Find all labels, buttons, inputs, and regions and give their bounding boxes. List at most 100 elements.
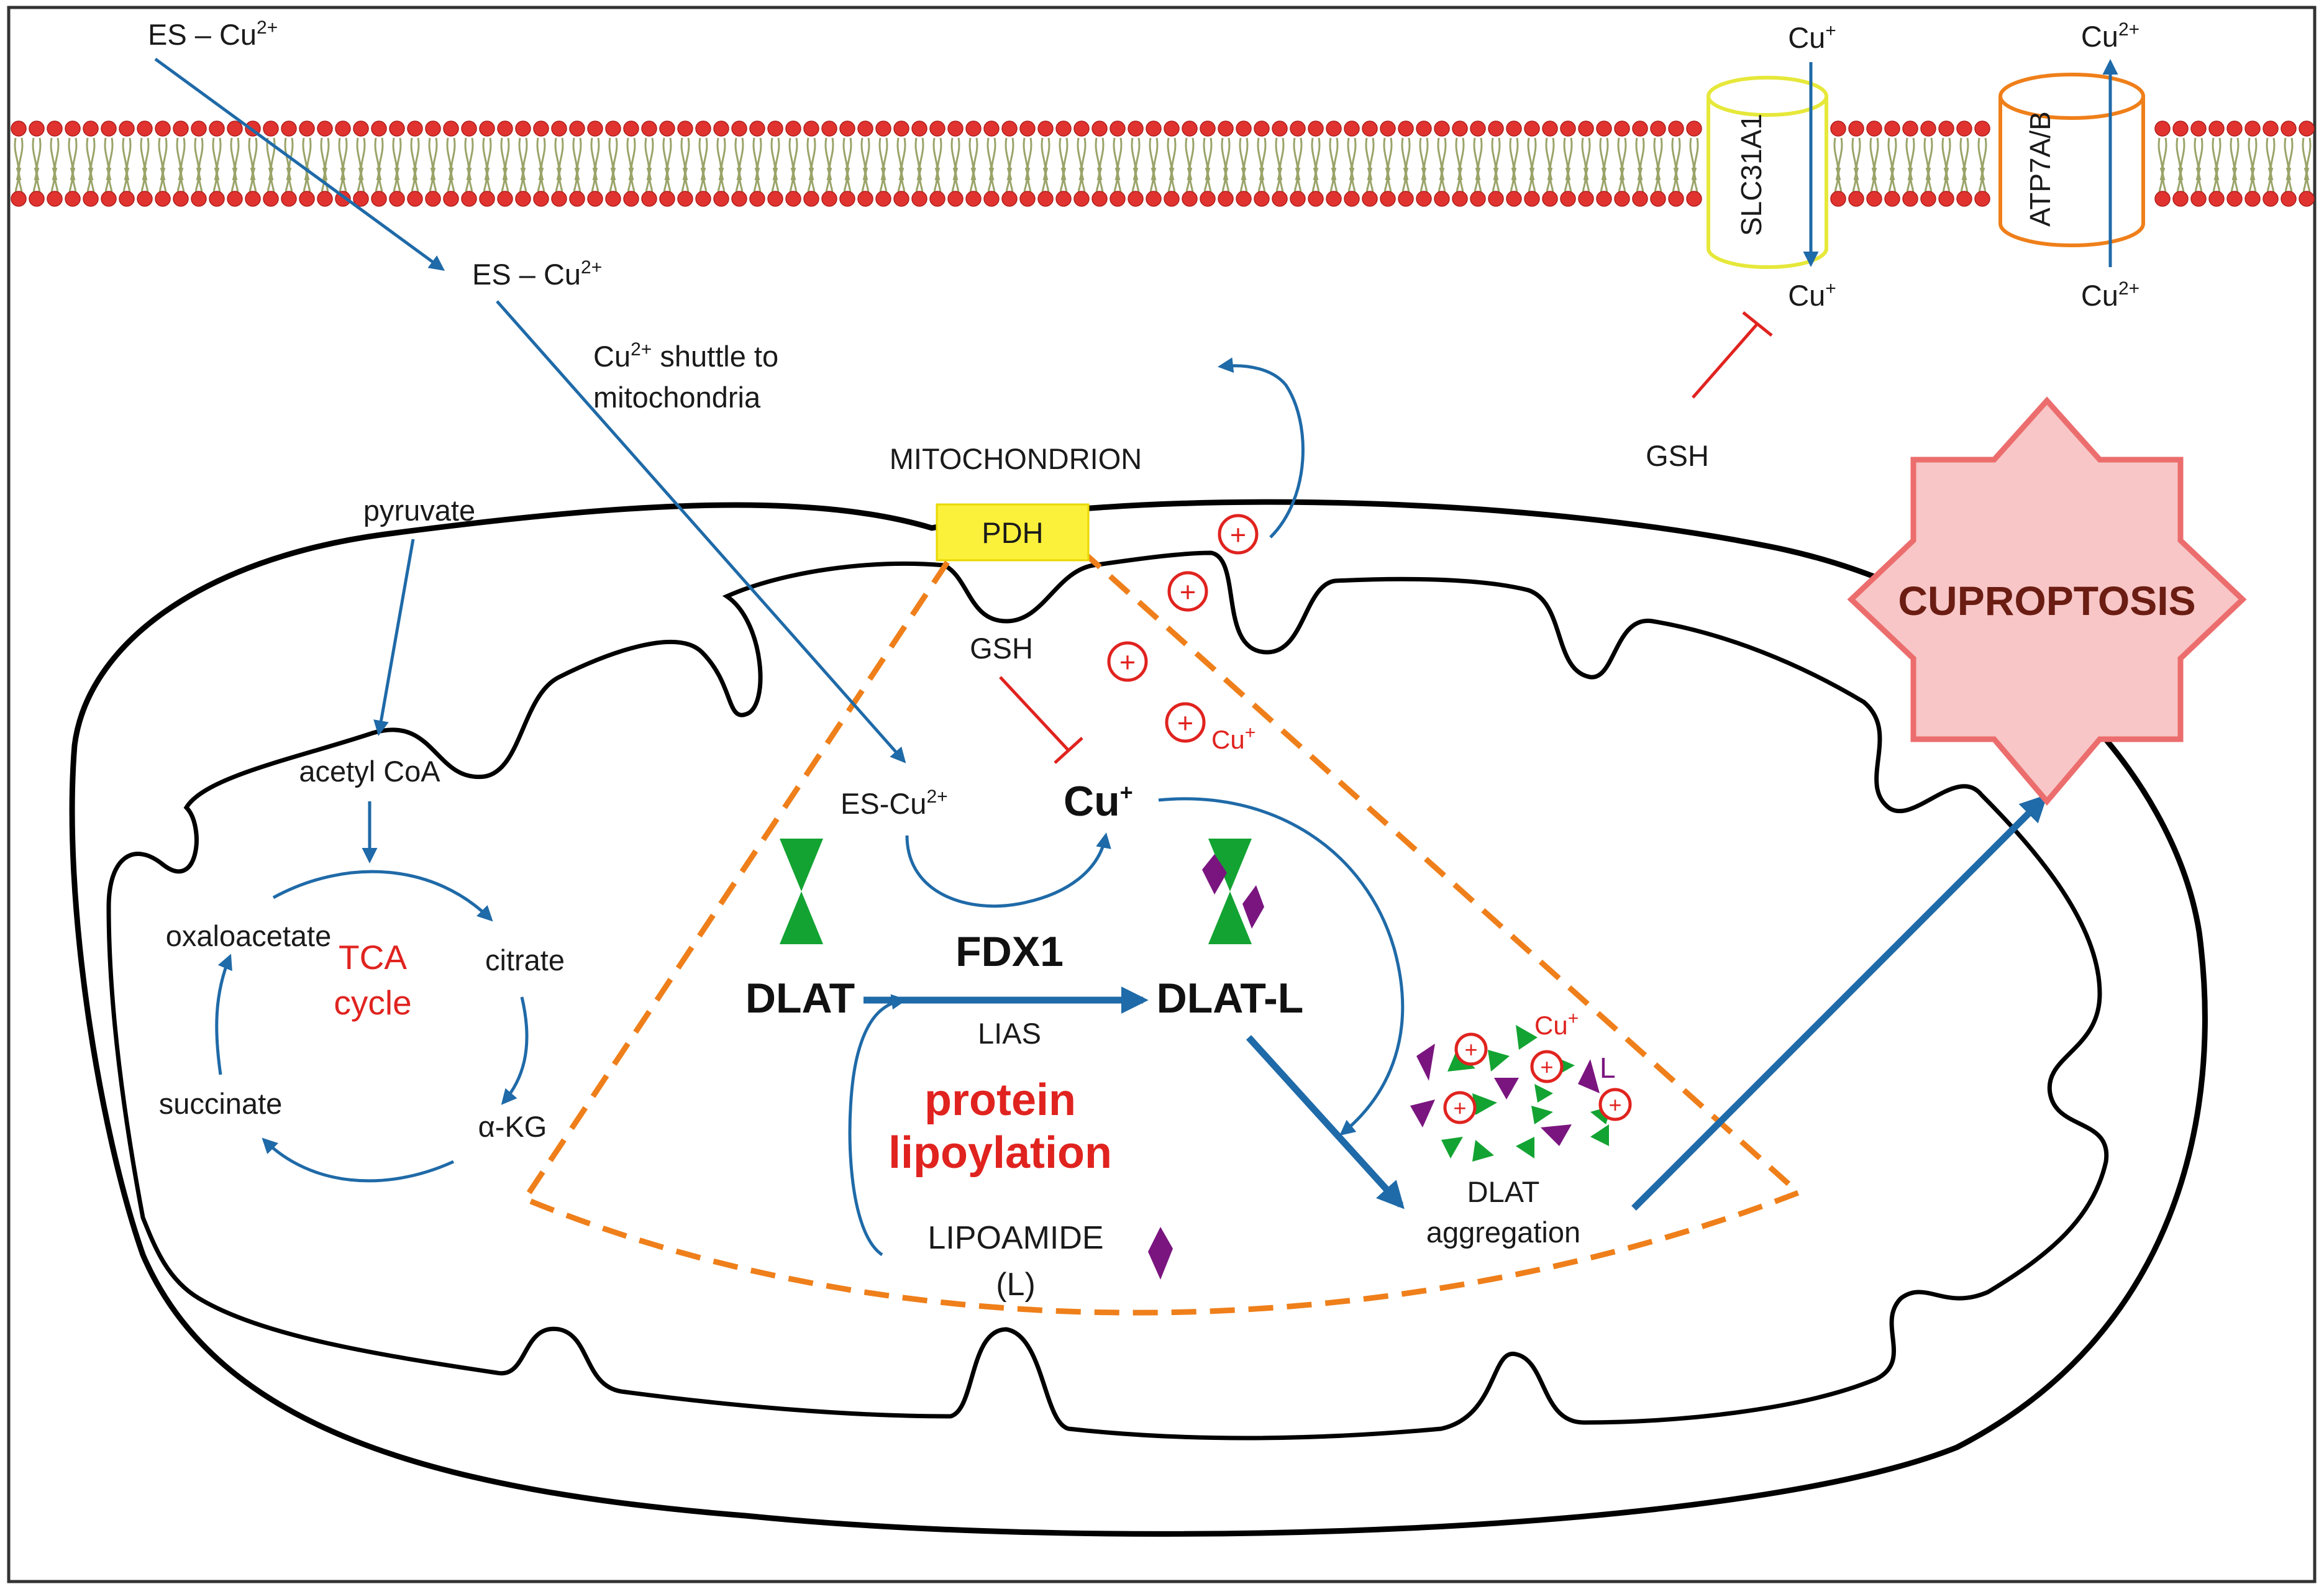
cu-ion-circle — [1530, 1050, 1564, 1083]
dlat-icon-top — [780, 839, 823, 891]
oxaloacetate-label: oxaloacetate — [166, 919, 332, 952]
arrow-es-cu-to-mito — [496, 300, 906, 763]
pyruvate-label: pyruvate — [363, 494, 475, 527]
arrow-tca-succinate-oxaloacetate — [215, 954, 232, 1075]
cu-ion-markers: ++++++++ — [1107, 514, 1632, 1124]
arrow-cu-plus-to-aggregation — [1158, 797, 1405, 1136]
agg-lipoamide — [1416, 1044, 1435, 1081]
atp7ab-label: ATP7A/B — [2024, 111, 2056, 227]
dlat-icon-bottom — [780, 891, 823, 944]
cu-ion-circle — [1165, 702, 1206, 743]
arrow-aggregation-to-cuproptosis — [1631, 794, 2048, 1211]
dlat-l-label: DLAT-L — [1157, 975, 1304, 1022]
acetyl-coa-label: acetyl CoA — [299, 755, 440, 788]
cu-ion-plus: + — [1464, 1037, 1477, 1062]
cu-ion-circle — [1218, 514, 1259, 555]
cu-ion-plus: + — [1177, 708, 1193, 739]
agg-dlat-fragment — [1516, 1137, 1534, 1159]
cu-ion-circle — [1167, 571, 1208, 612]
dlat-label: DLAT — [745, 975, 855, 1022]
lipoamide-icon — [1148, 1227, 1173, 1280]
cu-ion-circle — [1443, 1091, 1477, 1124]
agg-dlat-fragment — [1441, 1137, 1463, 1159]
citrate-label: citrate — [485, 944, 565, 977]
agg-cu-label: Cu+ — [1534, 1008, 1579, 1040]
pdh-label: PDH — [982, 516, 1043, 549]
agg-dlat-fragment — [1531, 1106, 1553, 1124]
cu-ion-plus: + — [1453, 1095, 1466, 1121]
arrow-es-cu-entry — [154, 57, 445, 271]
cuproptosis-star — [1847, 396, 2247, 806]
cu-ion-circle — [1598, 1088, 1632, 1121]
cu-slc-bottom-label: Cu+ — [1788, 278, 1836, 312]
gsh-inhibit-bar — [1054, 737, 1083, 764]
arrow-dlat-l-to-aggregation — [1246, 1035, 1405, 1209]
shuttle-label-line2: mitochondria — [593, 381, 761, 414]
tca-label-line1: TCA — [339, 938, 407, 977]
mitochondrion-inner-membrane — [106, 550, 2109, 1441]
cu-ion-plus: + — [1540, 1054, 1553, 1080]
succinate-label: succinate — [159, 1087, 283, 1120]
arrow-es-cu-to-cu-plus — [905, 832, 1111, 908]
dlat-l-icon-bottom — [1208, 891, 1252, 944]
lipoamide-l-label: (L) — [996, 1267, 1036, 1303]
lipoylation-zone-outline — [521, 550, 1804, 1316]
gsh-inner-label: GSH — [970, 632, 1033, 665]
mitochondrion-label: MITOCHONDRION — [890, 442, 1142, 475]
cu-slc-top-label: Cu+ — [1788, 20, 1836, 54]
gsh-outer-inhibit-bar — [1742, 311, 1773, 337]
protein-lipoylation-label-2: lipoylation — [888, 1128, 1112, 1178]
cu-ion-plus: + — [1119, 647, 1136, 678]
lipoamide-icon-dlat-l-2 — [1242, 885, 1264, 929]
cu-atp-bottom-label: Cu2+ — [2081, 278, 2139, 312]
pdh-box — [936, 503, 1090, 562]
lias-label: LIAS — [978, 1017, 1041, 1050]
es-cu-top-label: ES – Cu2+ — [148, 17, 278, 51]
agg-dlat-fragment — [1590, 1124, 1609, 1146]
dlat-aggregation-label-1: DLAT — [1467, 1175, 1540, 1208]
figure-border — [7, 6, 2317, 1583]
lipoamide-icon-dlat-l-1 — [1202, 854, 1227, 895]
akg-label: α-KG — [478, 1110, 547, 1143]
cuproptosis-label: CUPROPTOSIS — [1898, 578, 2195, 624]
agg-lipoamide — [1578, 1059, 1600, 1093]
cu-ion-circle — [1454, 1032, 1488, 1066]
arrow-tca-citrate-akg — [501, 996, 529, 1105]
agg-dlat-fragment — [1516, 1025, 1538, 1050]
shuttle-label: Cu2+ shuttle to — [593, 339, 778, 373]
es-cu-inner-label: ES-Cu2+ — [841, 786, 948, 820]
agg-dlat-fragment — [1534, 1084, 1553, 1103]
fdx1-label: FDX1 — [955, 928, 1064, 975]
tca-label-line2: cycle — [334, 983, 411, 1022]
cell-membrane — [11, 121, 2315, 207]
dlat-aggregation-label-2: aggregation — [1426, 1216, 1580, 1249]
cu-plus-big-label: Cu+ — [1064, 778, 1133, 825]
agg-l-label: L — [1600, 1052, 1616, 1084]
arrow-tca-oxaloacetate-citrate — [272, 870, 493, 922]
arrow-lipoamide-to-lias — [848, 994, 907, 1257]
agg-lipoamide — [1541, 1124, 1572, 1146]
agg-lipoamide — [1494, 1078, 1519, 1100]
agg-dlat-fragment — [1488, 1050, 1510, 1072]
protein-lipoylation-label-1: protein — [924, 1075, 1076, 1125]
atp7ab-transporter: ATP7A/B — [1998, 59, 2145, 267]
lipoamide-label: LIPOAMIDE — [927, 1220, 1103, 1256]
cu-ion-label: Cu+ — [1211, 722, 1255, 754]
arrow-tca-akg-succinate — [262, 1137, 455, 1183]
cu-ion-plus: + — [1180, 576, 1196, 608]
gsh-inhibit-line — [999, 676, 1070, 752]
dlat-aggregation-cluster — [1410, 1025, 1612, 1162]
slc31a1-label: SLC31A1 — [1735, 114, 1767, 236]
agg-dlat-fragment — [1472, 1140, 1494, 1162]
cu-atp-top-label: Cu2+ — [2081, 19, 2139, 53]
arrow-cu-export-to-membrane — [1218, 357, 1305, 539]
mitochondrion-outer-membrane — [69, 499, 2208, 1537]
cu-ion-circle — [1107, 641, 1148, 682]
gsh-outer-label: GSH — [1646, 439, 1709, 472]
dlat-l-icon-top — [1208, 839, 1252, 891]
arrow-pyruvate — [373, 539, 415, 736]
gsh-outer-inhibit-line — [1692, 322, 1759, 399]
cu-ion-plus: + — [1230, 519, 1246, 551]
